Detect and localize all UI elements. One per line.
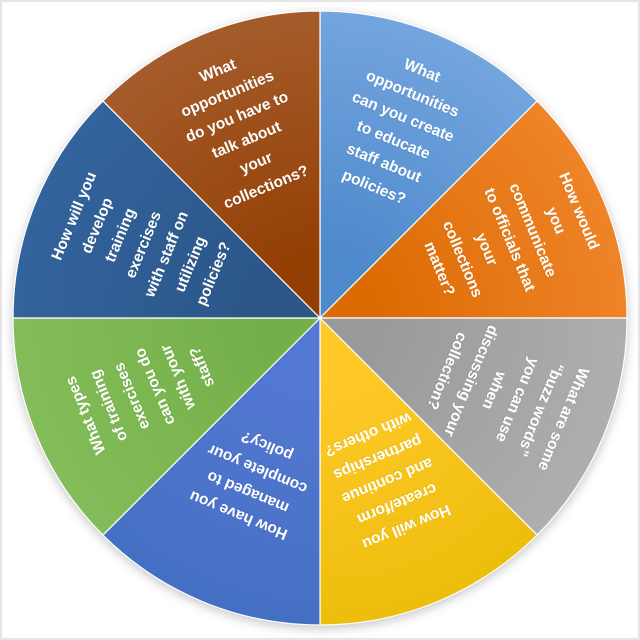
wedge-communicate-to-officials xyxy=(319,100,628,319)
wedge-educate-staff-about-policies xyxy=(319,10,538,319)
wedge-types-of-training xyxy=(12,317,321,536)
wedge-buzz-words xyxy=(319,317,628,536)
wedge-complete-your-policy xyxy=(102,317,321,626)
wedge-develop-training-exercises xyxy=(12,100,321,319)
wedge-talk-about-collections xyxy=(102,10,321,319)
wedge-form-partnerships xyxy=(319,317,538,626)
